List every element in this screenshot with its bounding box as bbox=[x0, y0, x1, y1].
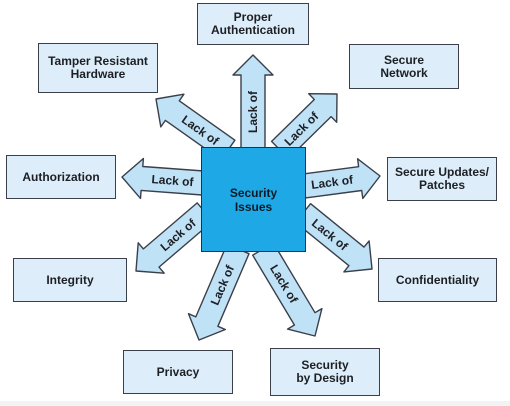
node-tamper-resistant-hardware: Tamper Resistant Hardware bbox=[38, 43, 158, 93]
arrow-secure-network bbox=[270, 92, 338, 160]
arrow-security-by-design bbox=[251, 242, 323, 337]
arrow-label-proper-authentication: Lack of bbox=[246, 90, 260, 133]
center-security-issues: Security Issues bbox=[201, 147, 306, 252]
node-secure-updates-patches: Secure Updates/ Patches bbox=[387, 157, 497, 201]
arrow-confidentiality bbox=[294, 202, 373, 273]
arrow-authorization bbox=[121, 157, 205, 200]
node-privacy: Privacy bbox=[123, 350, 233, 394]
arrow-secure-updates-patches bbox=[301, 158, 381, 200]
node-proper-authentication: Proper Authentication bbox=[197, 3, 309, 45]
arrow-proper-authentication bbox=[232, 54, 274, 150]
node-integrity: Integrity bbox=[13, 258, 127, 302]
node-authorization: Authorization bbox=[6, 155, 116, 199]
arrow-label-authorization: Lack of bbox=[151, 172, 195, 189]
node-security-by-design: Security by Design bbox=[270, 348, 380, 396]
node-secure-network: Secure Network bbox=[349, 44, 459, 89]
arrow-label-secure-updates-patches: Lack of bbox=[310, 172, 354, 191]
arrow-privacy bbox=[187, 243, 250, 341]
node-confidentiality: Confidentiality bbox=[378, 258, 497, 302]
bottom-strip bbox=[0, 401, 510, 406]
